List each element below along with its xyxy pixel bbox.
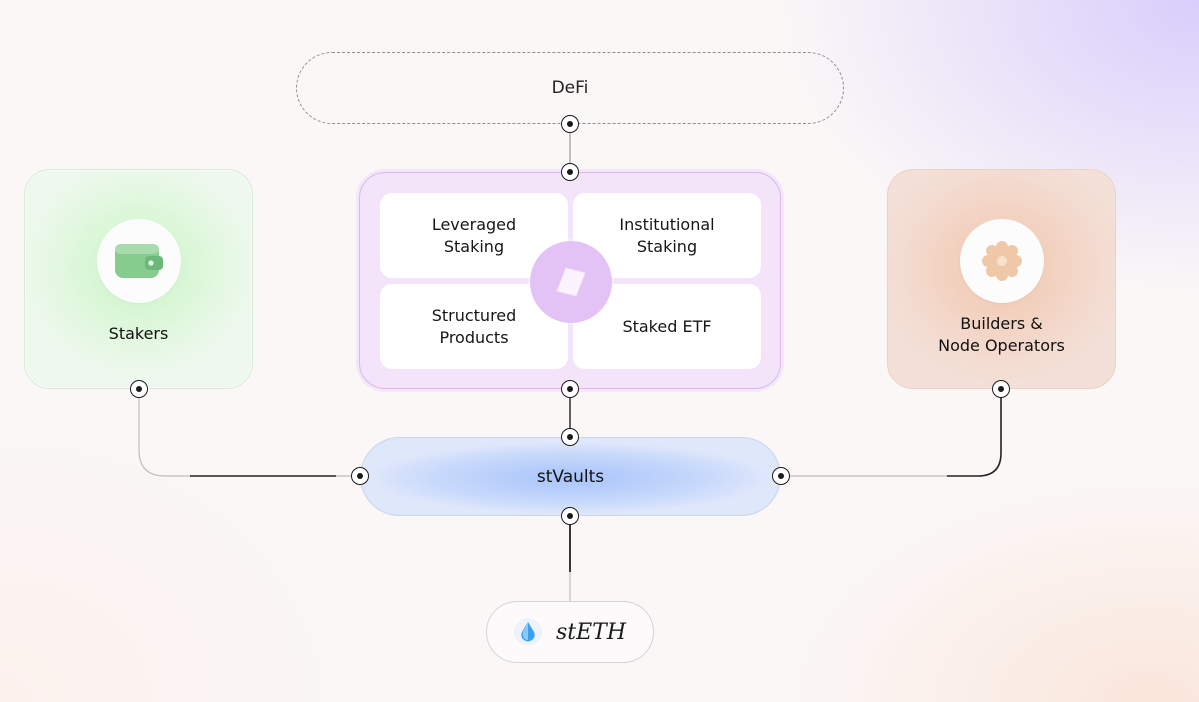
wallet-icon xyxy=(114,244,163,278)
builders-label: Builders & Node Operators xyxy=(938,314,1065,355)
builders-card: Builders & Node Operators xyxy=(887,169,1116,389)
defi-label: DeFi xyxy=(551,78,589,98)
node-stvaults-bottom xyxy=(561,507,579,525)
node-defi-bottom xyxy=(561,115,579,133)
node-stvaults-left xyxy=(351,467,369,485)
builders-icon-circle xyxy=(959,219,1044,303)
steth-drop-icon xyxy=(513,618,542,646)
tile-label: Leveraged Staking xyxy=(431,214,517,256)
products-panel: Leveraged Staking Institutional Staking … xyxy=(359,172,781,389)
stakers-icon-circle xyxy=(96,219,181,303)
node-products-bottom xyxy=(561,380,579,398)
products-center-badge xyxy=(530,241,612,323)
tile-label: Institutional Staking xyxy=(619,214,715,256)
stakers-card: Stakers xyxy=(24,169,253,389)
stakers-label: Stakers xyxy=(108,324,169,343)
tile-label: Structured Products xyxy=(431,305,517,347)
stvaults-box: stVaults xyxy=(360,437,781,516)
tile-label: Staked ETF xyxy=(622,316,712,336)
stvaults-label: stVaults xyxy=(536,466,605,487)
defi-box: DeFi xyxy=(296,52,844,124)
node-products-top xyxy=(561,163,579,181)
node-builders-bottom xyxy=(992,380,1010,398)
node-stakers-bottom xyxy=(130,380,148,398)
wire-stvaults-builders-dark xyxy=(947,389,1002,477)
steth-label: stETH xyxy=(555,619,627,645)
node-stvaults-top xyxy=(561,428,579,446)
gear-icon xyxy=(981,241,1022,281)
steth-box: stETH xyxy=(486,601,654,663)
diamond-icon xyxy=(556,267,586,297)
wire-stakers-stvaults-light xyxy=(138,389,190,477)
node-stvaults-right xyxy=(772,467,790,485)
